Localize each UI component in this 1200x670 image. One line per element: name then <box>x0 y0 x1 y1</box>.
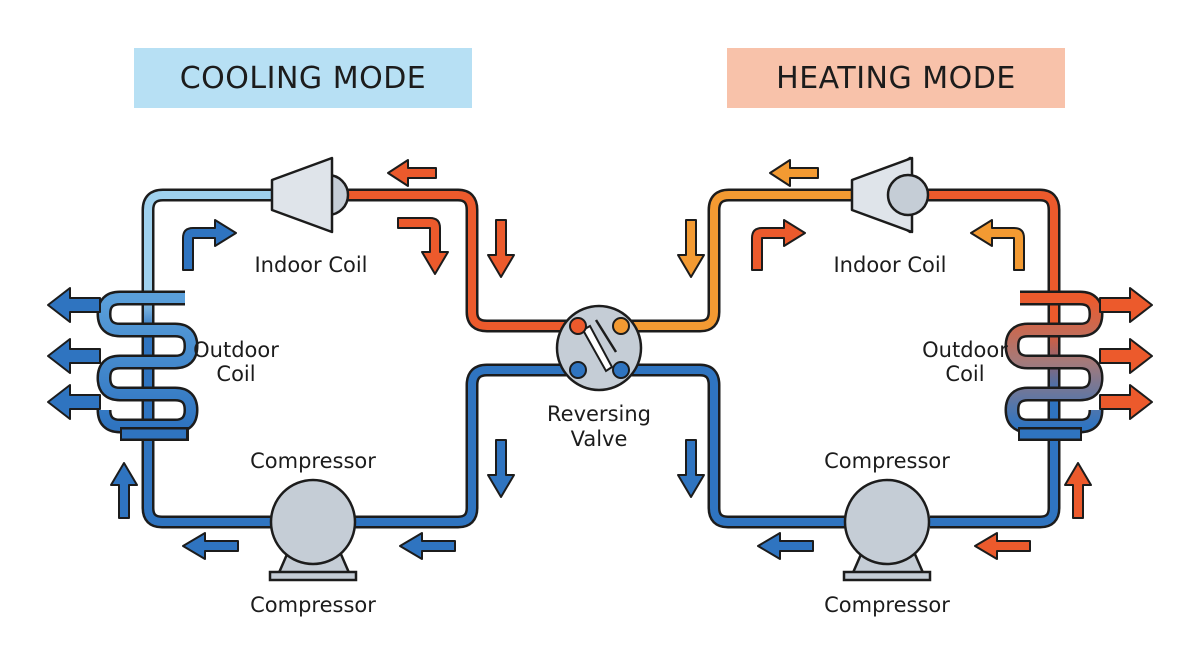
cooling-liquid-pipe-right <box>355 363 578 529</box>
reversing-valve <box>555 304 643 392</box>
cooling-outdoor-coil <box>96 290 199 441</box>
left-arrow-icon <box>47 287 101 323</box>
right-arrow-icon <box>1099 338 1153 374</box>
left-arrow-icon <box>769 159 819 187</box>
right-arrow-icon <box>1099 287 1153 323</box>
curved-arrow-icon <box>970 219 1025 271</box>
cooling-indoor-coil <box>270 156 350 234</box>
left-arrow-icon <box>47 338 101 374</box>
heating-compressor-label-bottom: Compressor <box>824 593 950 617</box>
left-arrow-icon <box>757 532 814 560</box>
left-arrow-icon <box>47 384 101 420</box>
heating-mode-title: HEATING MODE <box>727 48 1065 108</box>
heating-indoor-coil <box>850 156 930 234</box>
up-arrow-icon <box>110 462 138 519</box>
heating-suction-pipe <box>620 363 845 529</box>
cooling-flow-arrows <box>110 159 515 560</box>
heating-discharge-pipe <box>620 188 855 333</box>
left-arrow-icon <box>182 532 239 560</box>
down-arrow-icon <box>487 439 515 498</box>
reversing-valve-label-line2: Valve <box>571 427 628 451</box>
down-arrow-icon <box>677 219 705 278</box>
cooling-compressor-label-bottom: Compressor <box>250 593 376 617</box>
heating-outdoor-coil-label-line2: Coil <box>945 362 984 386</box>
heating-flow-arrows <box>677 159 1092 560</box>
curved-arrow-icon <box>397 217 449 275</box>
heating-outdoor-coil <box>1004 290 1104 441</box>
cooling-heat-out-arrows <box>47 287 101 420</box>
up-arrow-icon <box>1064 462 1092 519</box>
heating-compressor <box>842 478 932 582</box>
down-arrow-icon <box>677 439 705 498</box>
left-arrow-icon <box>387 159 437 187</box>
left-arrow-icon <box>399 532 456 560</box>
right-arrow-icon <box>1099 384 1153 420</box>
cooling-indoor-coil-label: Indoor Coil <box>254 253 367 277</box>
cooling-hot-pipe <box>345 188 578 333</box>
cooling-compressor <box>268 478 358 582</box>
cooling-refrigerant-loop <box>141 188 578 529</box>
curved-arrow-icon <box>751 219 806 271</box>
down-arrow-icon <box>487 219 515 278</box>
cooling-mode-title: COOLING MODE <box>134 48 472 108</box>
heating-outdoor-coil-label-line1: Outdoor <box>922 338 1008 362</box>
heating-compressor-label-top: Compressor <box>824 449 950 473</box>
heating-indoor-coil-label: Indoor Coil <box>833 253 946 277</box>
cooling-outdoor-coil-label-line2: Coil <box>216 362 255 386</box>
reversing-valve-label-line1: Reversing <box>547 402 651 426</box>
curved-arrow-icon <box>182 219 237 271</box>
cooling-compressor-label-top: Compressor <box>250 449 376 473</box>
cooling-outdoor-coil-label-line1: Outdoor <box>193 338 279 362</box>
heating-heat-out-arrows <box>1099 287 1153 420</box>
left-arrow-icon <box>974 532 1031 560</box>
